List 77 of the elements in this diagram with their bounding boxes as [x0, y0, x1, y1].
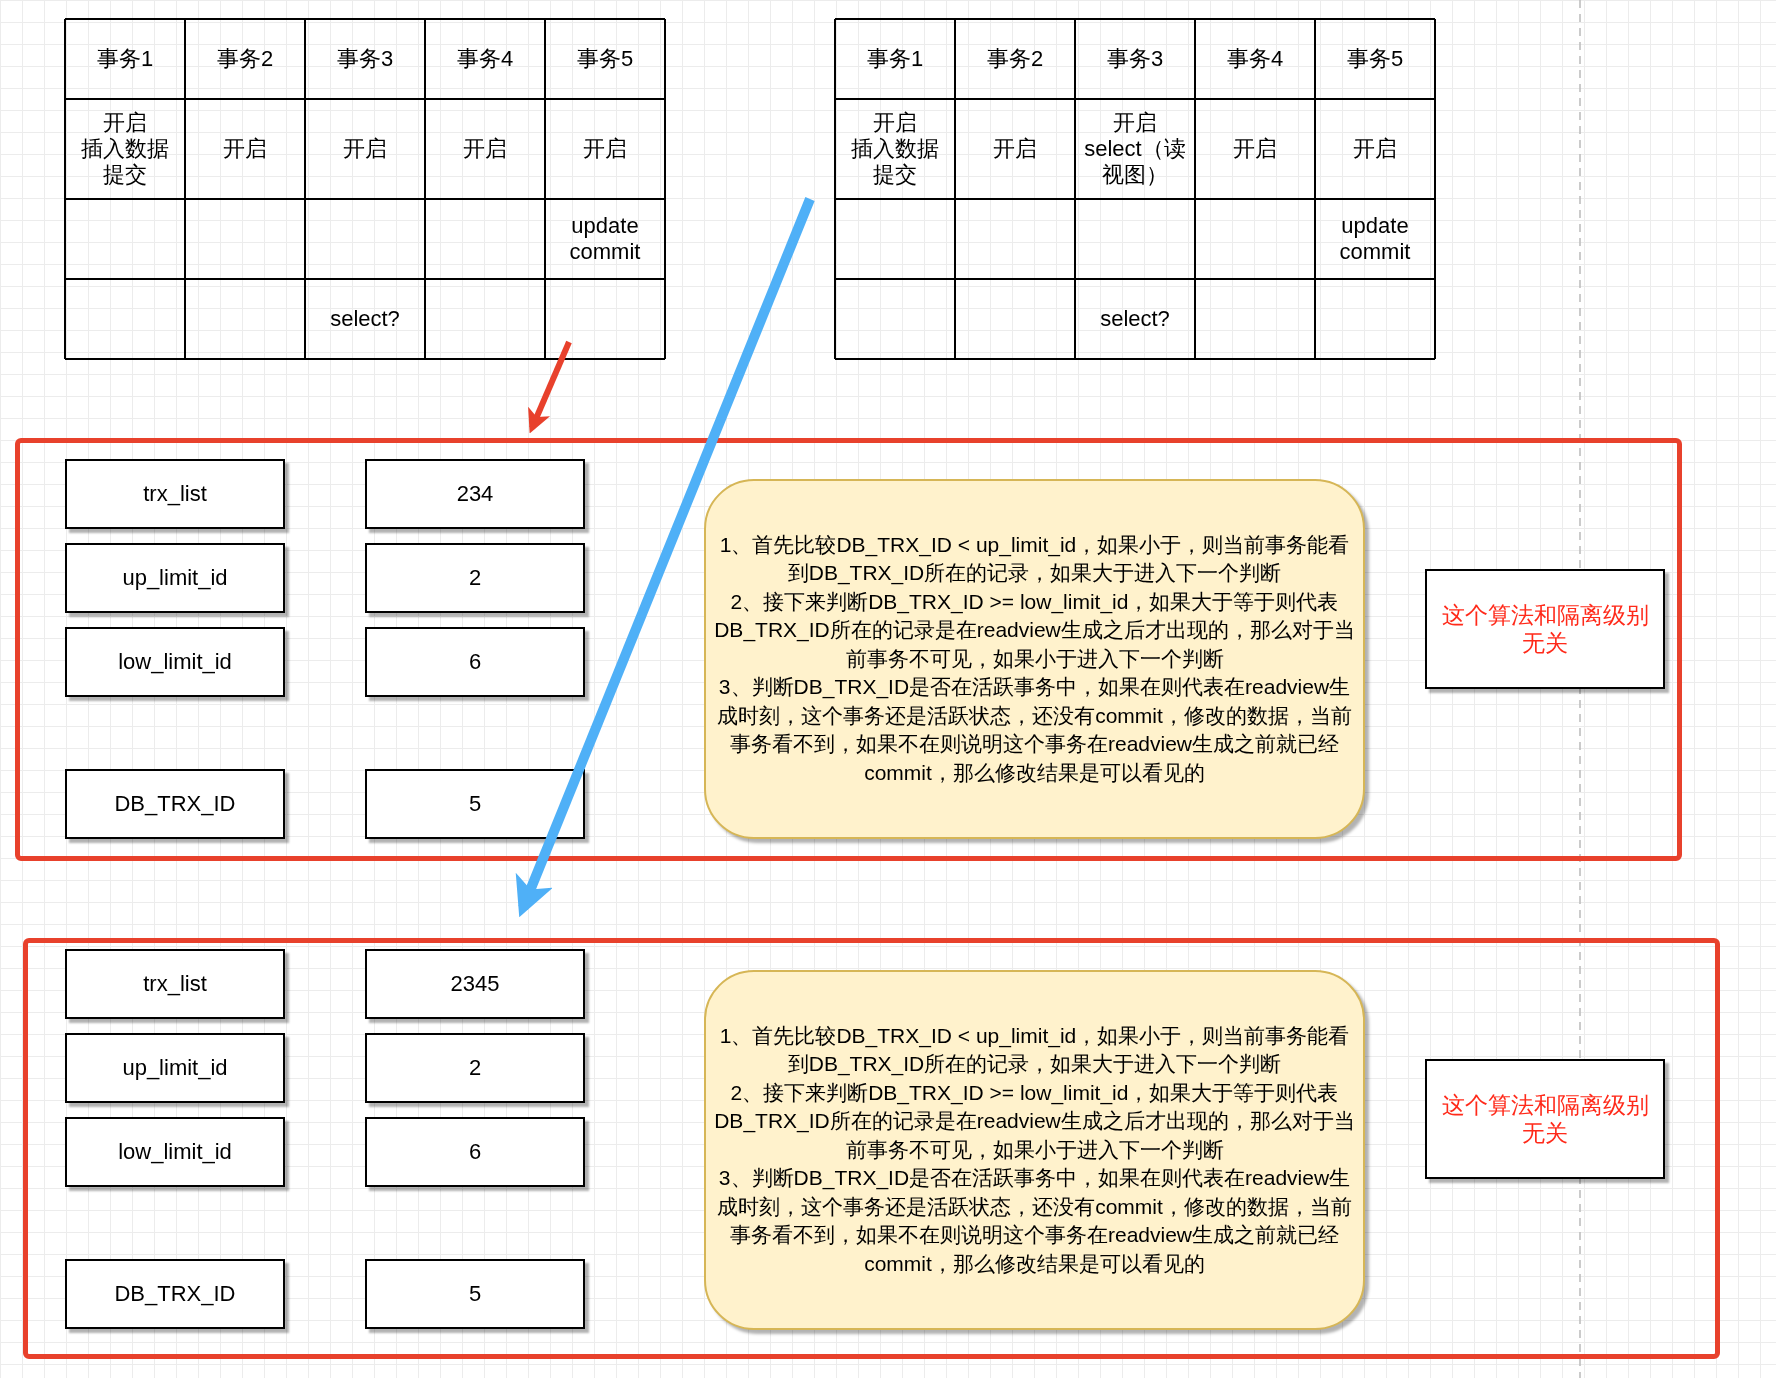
note-box [1425, 569, 1665, 689]
cell-text: update commit [1338, 213, 1412, 265]
field-box [65, 1117, 285, 1187]
text: 这个算法和隔离级别无关 [1440, 1091, 1650, 1147]
arrow [528, 340, 572, 434]
cell-text: 插入数据 [81, 136, 169, 162]
cell-text: 开启 [103, 110, 147, 136]
text: 6 [468, 649, 482, 675]
field-box [365, 459, 585, 529]
field-box [365, 543, 585, 613]
cell-text: select? [1100, 306, 1170, 332]
text: 2 [468, 1055, 482, 1081]
text: 5 [468, 1281, 482, 1307]
text: 3、判断DB_TRX_ID是否在活跃事务中，如果在则代表在readview生成时刻，这个事务还是活跃状态，还没有commit，修改的数据，当前事务看不到，如果不在则说明这个事务在readview生成之前就已经commit，那么修改结果是可以看见的 [716, 674, 1353, 786]
cell-text: 开启 [343, 136, 387, 162]
column-header: 事务2 [216, 46, 274, 72]
cell-text: 开启 [223, 136, 267, 162]
rule-note-box [704, 970, 1365, 1330]
text: 1、首先比较DB_TRX_ID < up_limit_id，如果小于，则当前事务能看到DB_TRX_ID所在的记录，如果大于进入下一个判断 [718, 1022, 1351, 1078]
text: 5 [468, 791, 482, 817]
cell-text: select? [330, 306, 400, 332]
cell-text: 提交 [103, 162, 147, 188]
text: trx_list [143, 481, 207, 507]
field-box [365, 949, 585, 1019]
field-box [365, 1117, 585, 1187]
column-header: 事务5 [576, 46, 634, 72]
cell-text: update commit [568, 213, 642, 265]
text: DB_TRX_ID [114, 1281, 236, 1307]
field-box [65, 949, 285, 1019]
field-box [65, 1033, 285, 1103]
rule-note-box [704, 479, 1365, 839]
panel-frame [23, 938, 1720, 1359]
text: up_limit_id [122, 1055, 228, 1081]
field-box [365, 627, 585, 697]
column-header: 事务4 [456, 46, 514, 72]
text: 3、判断DB_TRX_ID是否在活跃事务中，如果在则代表在readview生成时刻，这个事务还是活跃状态，还没有commit，修改的数据，当前事务看不到，如果不在则说明这个事务在readview生成之前就已经commit，那么修改结果是可以看见的 [716, 1165, 1353, 1277]
text: 1、首先比较DB_TRX_ID < up_limit_id，如果小于，则当前事务能看到DB_TRX_ID所在的记录，如果大于进入下一个判断 [718, 531, 1351, 587]
cell-text: 插入数据 [851, 136, 939, 162]
cell-text: select（读视图） [1083, 136, 1187, 188]
cell-text: 开启 [1113, 110, 1157, 136]
text: 这个算法和隔离级别无关 [1440, 601, 1650, 657]
field-box [365, 1259, 585, 1329]
text: 2、接下来判断DB_TRX_ID >= low_limit_id，如果大于等于则代表DB_TRX_ID所在的记录是在readview生成之后才出现的，那么对于当前事务不可见，如果小于进入下一个判断 [713, 588, 1356, 672]
column-header: 事务4 [1226, 46, 1284, 72]
cell-text: 提交 [873, 162, 917, 188]
column-header: 事务3 [336, 46, 394, 72]
panel-frame [15, 438, 1682, 861]
text: 2、接下来判断DB_TRX_ID >= low_limit_id，如果大于等于则代表DB_TRX_ID所在的记录是在readview生成之后才出现的，那么对于当前事务不可见，如果小于进入下一个判断 [713, 1079, 1356, 1163]
column-header: 事务3 [1106, 46, 1164, 72]
cell-text: 开启 [1233, 136, 1277, 162]
cell-text: 开启 [463, 136, 507, 162]
note-box [1425, 1059, 1665, 1179]
field-box [365, 769, 585, 839]
column-header: 事务1 [96, 46, 154, 72]
field-box [65, 769, 285, 839]
field-box [65, 459, 285, 529]
field-box [65, 627, 285, 697]
text: up_limit_id [122, 565, 228, 591]
arrow [515, 197, 815, 918]
text: low_limit_id [118, 649, 232, 675]
column-header: 事务5 [1346, 46, 1404, 72]
cell-text: 开启 [993, 136, 1037, 162]
text: DB_TRX_ID [114, 791, 236, 817]
text: 6 [468, 1139, 482, 1165]
text: 234 [456, 481, 494, 507]
cell-text: 开启 [1353, 136, 1397, 162]
text: 2 [468, 565, 482, 591]
text: low_limit_id [118, 1139, 232, 1165]
field-box [365, 1033, 585, 1103]
cell-text: 开启 [873, 110, 917, 136]
column-header: 事务2 [986, 46, 1044, 72]
field-box [65, 1259, 285, 1329]
text: trx_list [143, 971, 207, 997]
text: 2345 [450, 971, 500, 997]
field-box [65, 543, 285, 613]
column-header: 事务1 [866, 46, 924, 72]
cell-text: 开启 [583, 136, 627, 162]
